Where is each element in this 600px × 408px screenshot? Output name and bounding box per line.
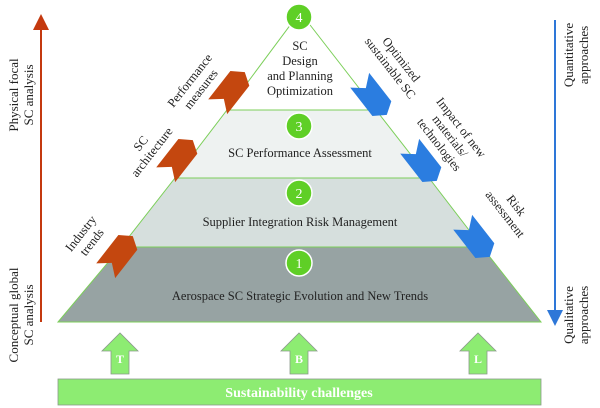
left-axis: Physical focal SC analysis Conceptual gl… [6, 14, 49, 362]
up-arrow-b-letter: B [295, 352, 303, 366]
right-chevron-arrows [350, 72, 495, 258]
right-axis-top-label-2: approaches [576, 26, 591, 84]
right-axis-bottom-label-2: approaches [576, 286, 591, 344]
up-arrow-t: T [101, 332, 139, 375]
up-arrows: T B L [101, 332, 497, 375]
pyramid [56, 11, 543, 323]
right-axis-bottom-label-1: Qualitative [561, 286, 576, 344]
left-chevron-arrows [96, 71, 250, 279]
level-1-label: Aerospace SC Strategic Evolution and New… [172, 289, 428, 303]
level-4-label-line-2: Design [282, 54, 318, 68]
up-arrow-b: B [280, 332, 318, 375]
sustainability-challenges-bar: Sustainability challenges [57, 378, 542, 406]
level-4-badge [285, 3, 313, 31]
risk-assessment-arrow-icon [453, 214, 495, 258]
level-1-number: 1 [296, 257, 303, 272]
right-axis: Quantitative approaches Qualitative appr… [547, 20, 591, 344]
industry-trends-arrow-icon [96, 235, 138, 279]
level-2-label: Supplier Integration Risk Management [203, 215, 398, 229]
up-arrow-t-icon [101, 332, 139, 375]
level-3-badge [285, 112, 313, 140]
up-arrow-t-letter: T [116, 352, 124, 366]
level-3-number: 3 [296, 120, 303, 135]
level-number-badges: 4 3 2 1 [285, 3, 313, 277]
level-labels: Aerospace SC Strategic Evolution and New… [172, 39, 428, 303]
left-axis-top-label-2: SC analysis [21, 64, 36, 125]
level-4-label-line-1: SC [292, 39, 307, 53]
up-arrow-l: L [459, 332, 497, 375]
left-axis-bottom-label-2: SC analysis [21, 284, 36, 345]
up-arrow-l-letter: L [474, 352, 482, 366]
level-1-badge [285, 249, 313, 277]
pyramid-level-4 [226, 11, 378, 111]
performance-measures-arrow-icon [208, 71, 250, 115]
left-axis-bottom-label-1: Conceptual global [6, 267, 21, 362]
optimized-sustainable-sc-arrow-icon [350, 72, 392, 116]
up-arrow-l-icon [459, 332, 497, 375]
level-4-number: 4 [296, 11, 303, 26]
sc-architecture-arrow-icon [156, 139, 198, 183]
impact-new-materials-arrow-icon [400, 138, 442, 182]
level-2-badge [285, 179, 313, 207]
right-axis-top-label-1: Quantitative [561, 23, 576, 87]
up-arrow-b-icon [280, 332, 318, 375]
sustainability-challenges-label: Sustainability challenges [225, 386, 373, 401]
level-4-label-line-3: and Planning [267, 69, 333, 83]
level-3-label: SC Performance Assessment [228, 146, 372, 160]
level-2-number: 2 [296, 187, 303, 202]
level-4-label-line-4: Optimization [267, 84, 334, 98]
left-axis-top-label-1: Physical focal [6, 58, 21, 132]
sustainability-challenges-bar-bg [57, 378, 542, 406]
